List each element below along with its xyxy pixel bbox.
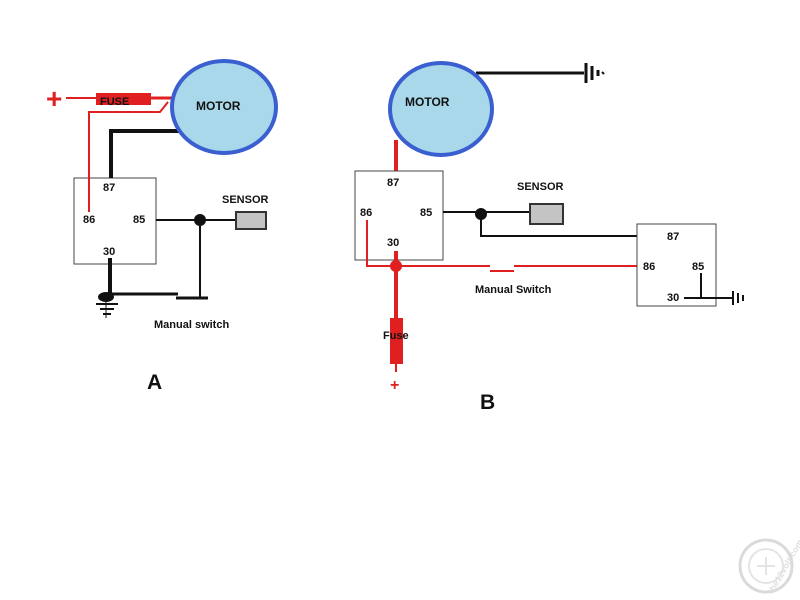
relay-b1-box [354,170,444,261]
sensor-b [529,203,564,225]
relay-a-pin-85: 85 [133,214,145,226]
relay-b2-box [636,223,717,307]
relay-b2-pin-87: 87 [667,231,679,243]
wire-a-fuse-to-86 [88,101,169,212]
relay-a-pin-30: 30 [103,246,115,258]
sensor-a-label: SENSOR [222,194,269,206]
diagram-b: MOTOR 87 86 85 30 Fuse + Manual Switch S… [354,61,744,414]
switch-a-label: Manual switch [154,319,229,331]
relay-b1-pin-30: 30 [387,237,399,249]
diagram-a: FUSE + MOTOR 87 86 85 30 SENSOR Manual s [46,59,278,394]
ground-b2-icon [732,291,744,305]
fuse-a [96,93,151,105]
fuse-a-label: FUSE [100,96,129,108]
diagram-b-label: B [480,391,495,414]
relay-a-pin-86: 86 [83,214,95,226]
relay-b1-pin-86: 86 [360,207,372,219]
wire-b2-85-to-ground [684,273,732,299]
relay-b2-pin-86: 86 [643,261,655,273]
relay-a-pin-87: 87 [103,182,115,194]
diagram-a-label: A [147,371,162,394]
motor-b-label: MOTOR [405,95,450,109]
wire-b-86-to-bus [366,220,396,267]
relay-b1-pin-87: 87 [387,177,399,189]
wire-b-junction-to-87 [480,214,665,237]
fuse-b-label: Fuse [383,330,409,342]
relay-b2-pin-30: 30 [667,292,679,304]
sensor-b-label: SENSOR [517,181,564,193]
plus-b-symbol: + [390,377,399,394]
motor-a [170,59,278,155]
wire-a-motor-to-87 [109,129,185,178]
motor-b [388,61,494,157]
switch-b-label: Manual Switch [475,284,552,296]
watermark: the12volt.com [738,538,800,595]
ground-b1-icon [584,63,605,83]
motor-a-label: MOTOR [196,99,241,113]
the12volt-logo-icon [738,538,794,594]
ground-a-icon [96,292,118,318]
relay-a-box [73,177,157,265]
relay-b2-pin-85: 85 [692,261,704,273]
fuse-b [390,318,403,364]
plus-a-symbol: + [46,83,62,114]
relay-b1-pin-85: 85 [420,207,432,219]
sensor-a [235,211,267,230]
